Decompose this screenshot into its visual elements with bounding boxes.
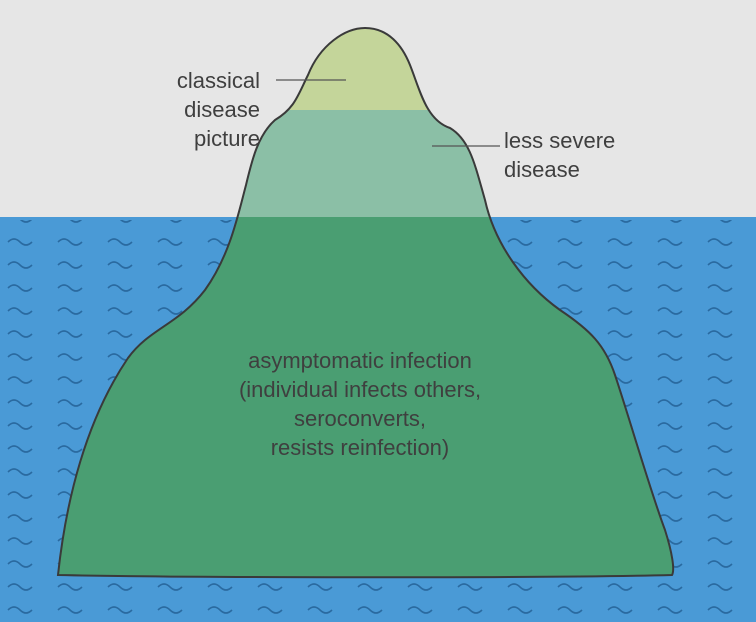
label-line: seroconverts, — [293, 406, 427, 431]
label-line: classical — [176, 68, 260, 93]
label-line: picture — [193, 126, 260, 151]
label-line: asymptomatic infection — [248, 348, 472, 373]
label-line: disease — [184, 97, 260, 122]
label-less-severe-disease: less severe disease — [504, 126, 615, 184]
label-line: disease — [504, 157, 580, 182]
label-line: resists reinfection) — [270, 435, 450, 460]
iceberg-outline — [56, 26, 675, 579]
label-line: (individual infects others, — [238, 377, 482, 402]
label-line: less severe — [504, 128, 616, 153]
label-asymptomatic-infection: asymptomatic infection (individual infec… — [200, 346, 520, 462]
label-classical-disease-picture: classical disease picture — [150, 66, 260, 153]
